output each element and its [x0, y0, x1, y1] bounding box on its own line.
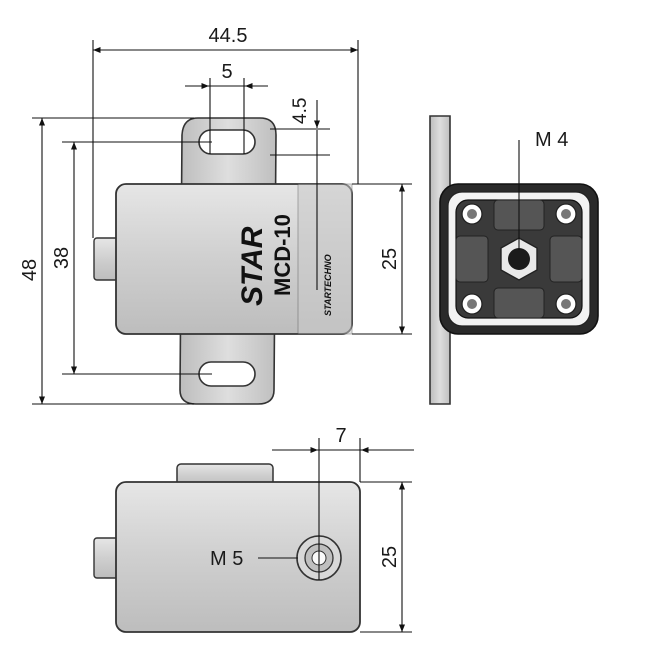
- dim-body-height-bottom: 25: [379, 546, 401, 568]
- center-thread-hole: [508, 248, 530, 270]
- maker-label: STARTECHNO: [323, 254, 333, 316]
- body-edge-strip: [297, 183, 353, 335]
- bottom-view: M 5 7 25: [93, 425, 414, 633]
- callout-thread-bottom: M 5: [210, 548, 243, 570]
- callout-thread-side: M 4: [535, 129, 568, 151]
- bottom-plunger-stub: [93, 537, 119, 579]
- corner-screw: [461, 203, 483, 225]
- dim-body-height-front: 25: [379, 248, 401, 270]
- dim-slot-width: 5: [221, 61, 232, 83]
- side-view: M 4: [429, 115, 599, 405]
- plunger-stub: [93, 237, 119, 281]
- corner-screw: [555, 203, 577, 225]
- dim-offset-bottom: 7: [335, 425, 346, 447]
- dim-overall-width: 44.5: [209, 25, 248, 47]
- dim-slot-spacing: 38: [51, 247, 73, 269]
- model-label: MCD-10: [270, 214, 295, 296]
- front-view: STAR MCD-10 STARTECHNO 44.5 5 4.5: [19, 25, 412, 405]
- dim-overall-height: 48: [19, 259, 41, 281]
- dim-slot-offset: 4.5: [290, 98, 311, 124]
- corner-screw: [555, 293, 577, 315]
- corner-screw: [461, 293, 483, 315]
- bottom-body: [115, 481, 361, 633]
- brand-label: STAR: [236, 226, 269, 306]
